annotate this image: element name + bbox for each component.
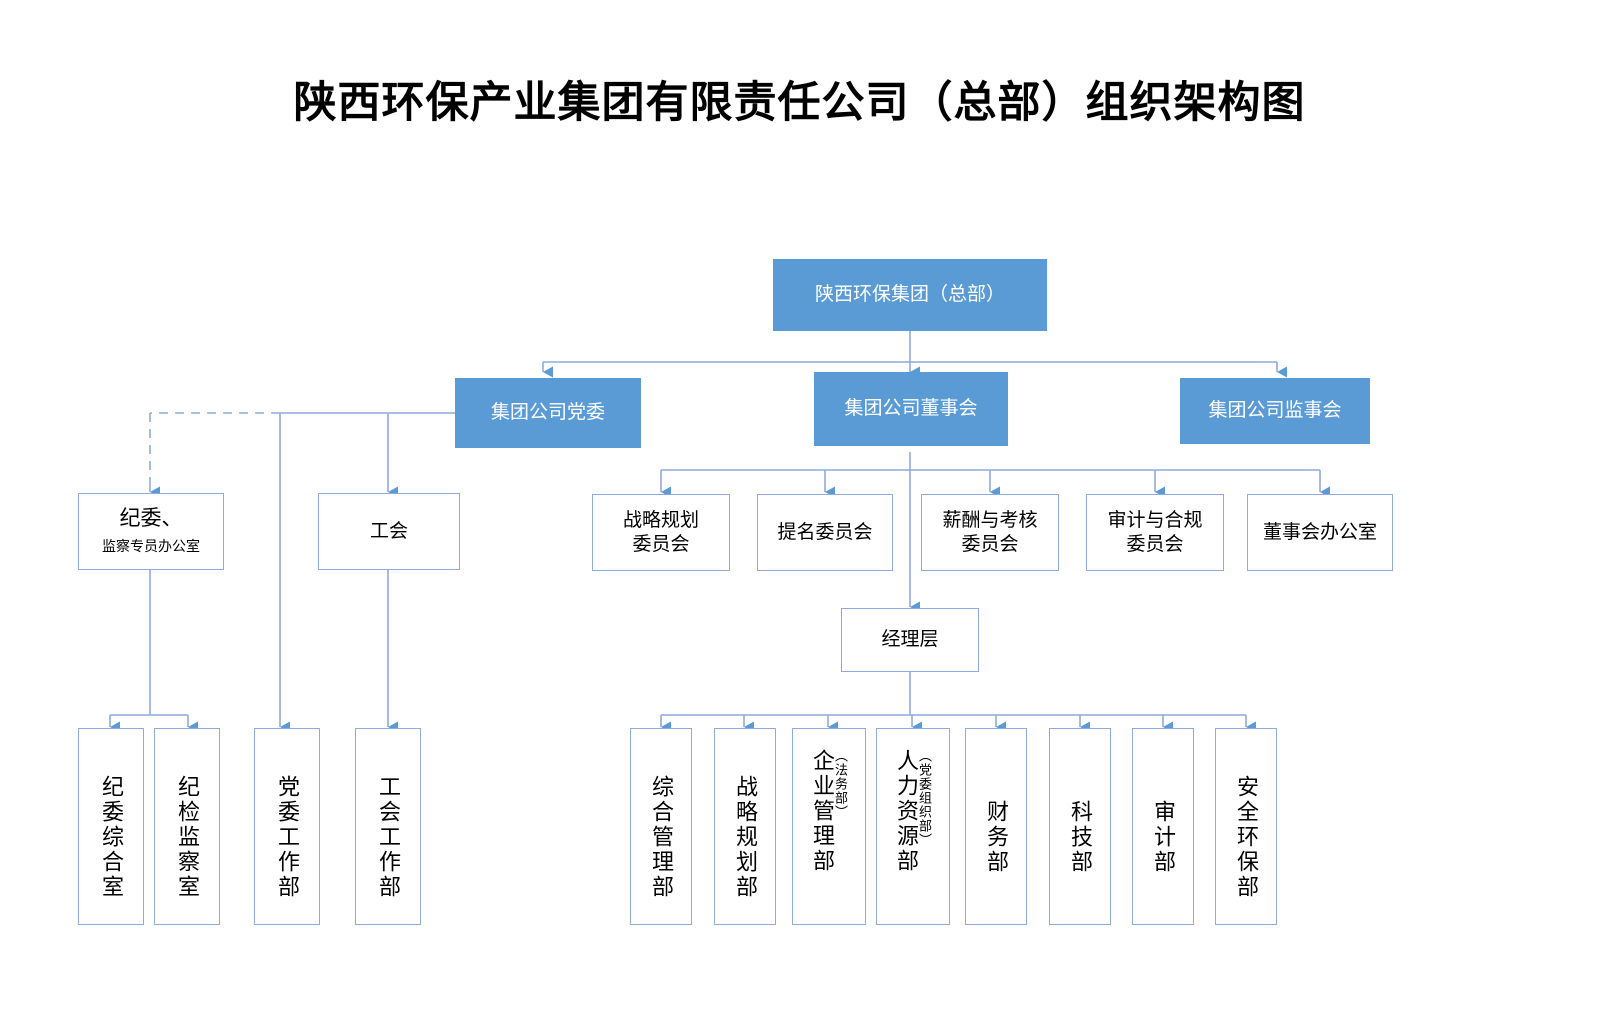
node-board-of-directors[interactable]: 集团公司董事会 [814, 372, 1008, 446]
node-management-layer[interactable]: 经理层 [841, 608, 979, 672]
node-strategy-committee[interactable]: 战略规划 委员会 [592, 494, 730, 571]
node-discipline-office-text: 纪委、 监察专员办公室 [102, 507, 200, 555]
page-title: 陕西环保产业集团有限责任公司（总部）组织架构图 [293, 78, 1306, 128]
node-party-committee[interactable]: 集团公司党委 [455, 378, 641, 448]
node-dept-union-work-label: 工会工作部 [376, 775, 401, 900]
node-hq[interactable]: 陕西环保集团（总部） [773, 259, 1047, 331]
node-board-of-directors-label: 集团公司董事会 [844, 398, 978, 420]
node-dept-finance-label: 财务部 [984, 800, 1009, 875]
node-discipline-office[interactable]: 纪委、 监察专员办公室 [78, 493, 224, 570]
node-nomination-committee[interactable]: 提名委员会 [757, 494, 893, 571]
node-dept-party-work-label: 党委工作部 [275, 775, 300, 900]
node-dept-enterprise-management-text: 企业管理部 （法务部） [793, 729, 865, 924]
node-dept-party-work[interactable]: 党委工作部 [254, 728, 320, 925]
node-compensation-committee[interactable]: 薪酬与考核 委员会 [921, 494, 1059, 571]
node-hq-label: 陕西环保集团（总部） [814, 284, 1005, 306]
node-discipline-office-label: 纪委、 [119, 507, 183, 531]
node-board-office[interactable]: 董事会办公室 [1247, 494, 1393, 571]
node-labor-union[interactable]: 工会 [318, 493, 460, 570]
node-dept-union-work[interactable]: 工会工作部 [355, 728, 421, 925]
node-dept-strategic-planning[interactable]: 战略规划部 [714, 728, 776, 925]
node-dept-discipline-inspection-label: 纪检监察室 [175, 775, 200, 900]
node-dept-enterprise-management-label: 企业管理部 [810, 749, 835, 874]
node-dept-finance[interactable]: 财务部 [965, 728, 1027, 925]
node-party-committee-label: 集团公司党委 [490, 402, 605, 424]
node-dept-human-resources-text: 人力资源部 （党委组织部） [877, 729, 949, 924]
node-dept-general-management[interactable]: 综合管理部 [630, 728, 692, 925]
node-strategy-committee-label: 战略规划 委员会 [622, 509, 699, 555]
node-dept-jiwei-general-office[interactable]: 纪委综合室 [78, 728, 144, 925]
node-audit-compliance-committee[interactable]: 审计与合规 委员会 [1086, 494, 1224, 571]
node-nomination-committee-label: 提名委员会 [777, 521, 873, 543]
node-dept-jiwei-general-office-label: 纪委综合室 [99, 775, 124, 900]
node-dept-safety-environment[interactable]: 安全环保部 [1215, 728, 1277, 925]
node-dept-human-resources[interactable]: 人力资源部 （党委组织部） [876, 728, 950, 925]
node-dept-safety-environment-label: 安全环保部 [1234, 775, 1259, 900]
node-dept-discipline-inspection[interactable]: 纪检监察室 [154, 728, 220, 925]
node-dept-audit[interactable]: 审计部 [1132, 728, 1194, 925]
node-dept-strategic-planning-label: 战略规划部 [733, 775, 758, 900]
node-supervisory-board[interactable]: 集团公司监事会 [1180, 378, 1370, 444]
node-discipline-office-sublabel: 监察专员办公室 [102, 538, 200, 555]
node-dept-enterprise-management-sublabel: （法务部） [833, 749, 848, 819]
node-dept-enterprise-management[interactable]: 企业管理部 （法务部） [792, 728, 866, 925]
node-dept-audit-label: 审计部 [1151, 800, 1176, 875]
node-labor-union-label: 工会 [369, 520, 408, 542]
node-dept-general-management-label: 综合管理部 [649, 775, 674, 900]
node-board-office-label: 董事会办公室 [1262, 521, 1377, 543]
node-dept-technology[interactable]: 科技部 [1049, 728, 1111, 925]
node-audit-compliance-committee-label: 审计与合规 委员会 [1107, 509, 1203, 555]
node-dept-human-resources-label: 人力资源部 [894, 749, 919, 874]
node-compensation-committee-label: 薪酬与考核 委员会 [942, 509, 1038, 555]
node-management-layer-label: 经理层 [881, 629, 939, 651]
node-dept-human-resources-sublabel: （党委组织部） [917, 749, 932, 847]
node-supervisory-board-label: 集团公司监事会 [1208, 400, 1342, 422]
node-dept-technology-label: 科技部 [1068, 800, 1093, 875]
